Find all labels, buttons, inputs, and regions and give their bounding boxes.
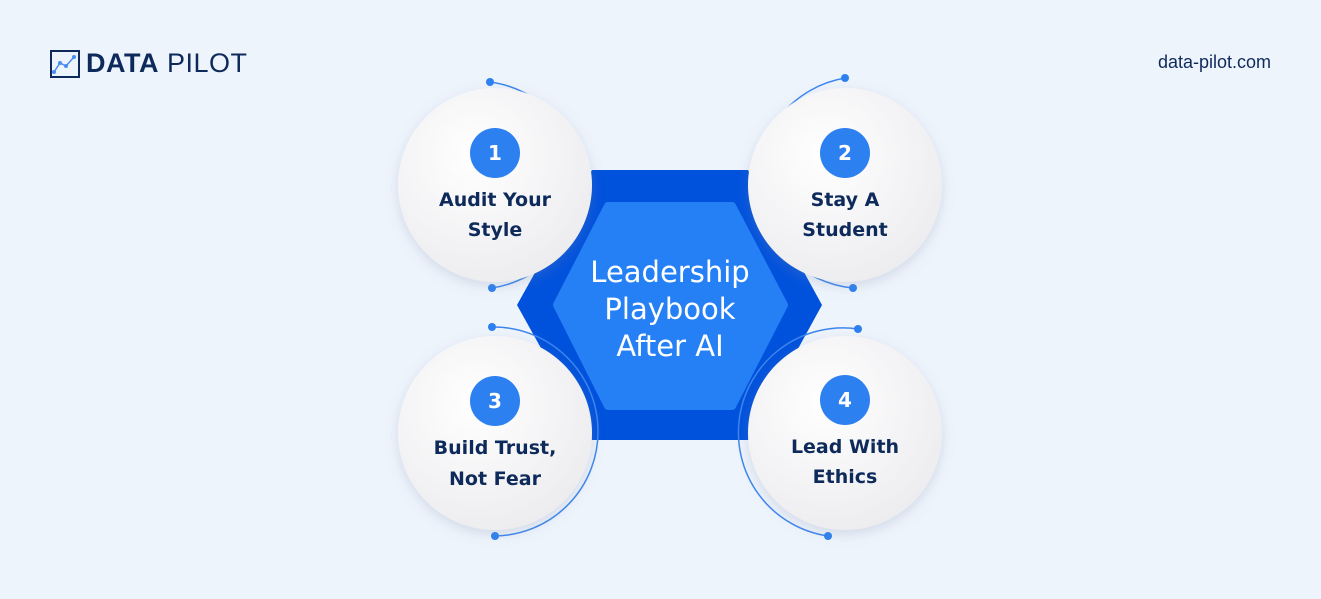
center-title-line: Playbook xyxy=(604,292,735,326)
brand-name: DATA PILOT xyxy=(86,48,248,79)
brand-bold: DATA xyxy=(86,48,159,78)
logo: DATA PILOT xyxy=(50,48,248,79)
badge-3 xyxy=(470,376,520,426)
center-hexagon xyxy=(553,202,788,410)
step-label: Stay A xyxy=(811,189,880,211)
badge-1 xyxy=(470,128,520,178)
step-3: 3 Build Trust, Not Fear xyxy=(398,336,592,530)
brand-light: PILOT xyxy=(167,48,248,78)
badge-4 xyxy=(820,375,870,425)
step-number: 2 xyxy=(838,141,852,165)
step-number: 3 xyxy=(488,389,502,413)
step-label: Not Fear xyxy=(449,468,542,490)
center-title-line: After AI xyxy=(616,329,723,363)
step-label: Audit Your xyxy=(439,189,552,211)
step-label: Build Trust, xyxy=(434,437,557,459)
step-label: Style xyxy=(468,219,523,241)
step-number: 1 xyxy=(488,141,502,165)
step-number: 4 xyxy=(838,388,852,412)
badge-2 xyxy=(820,128,870,178)
step-2: 2 Stay A Student xyxy=(748,88,942,282)
step-4: 4 Lead With Ethics xyxy=(748,336,942,530)
step-label: Student xyxy=(802,219,887,241)
step-label: Ethics xyxy=(813,466,878,488)
chart-line-icon xyxy=(50,49,80,78)
center-title-line: Leadership xyxy=(590,255,749,289)
step-label: Lead With xyxy=(791,436,899,458)
arc-dots xyxy=(486,74,862,540)
step-1: 1 Audit Your Style xyxy=(398,88,592,282)
website-link[interactable]: data-pilot.com xyxy=(1157,52,1271,72)
